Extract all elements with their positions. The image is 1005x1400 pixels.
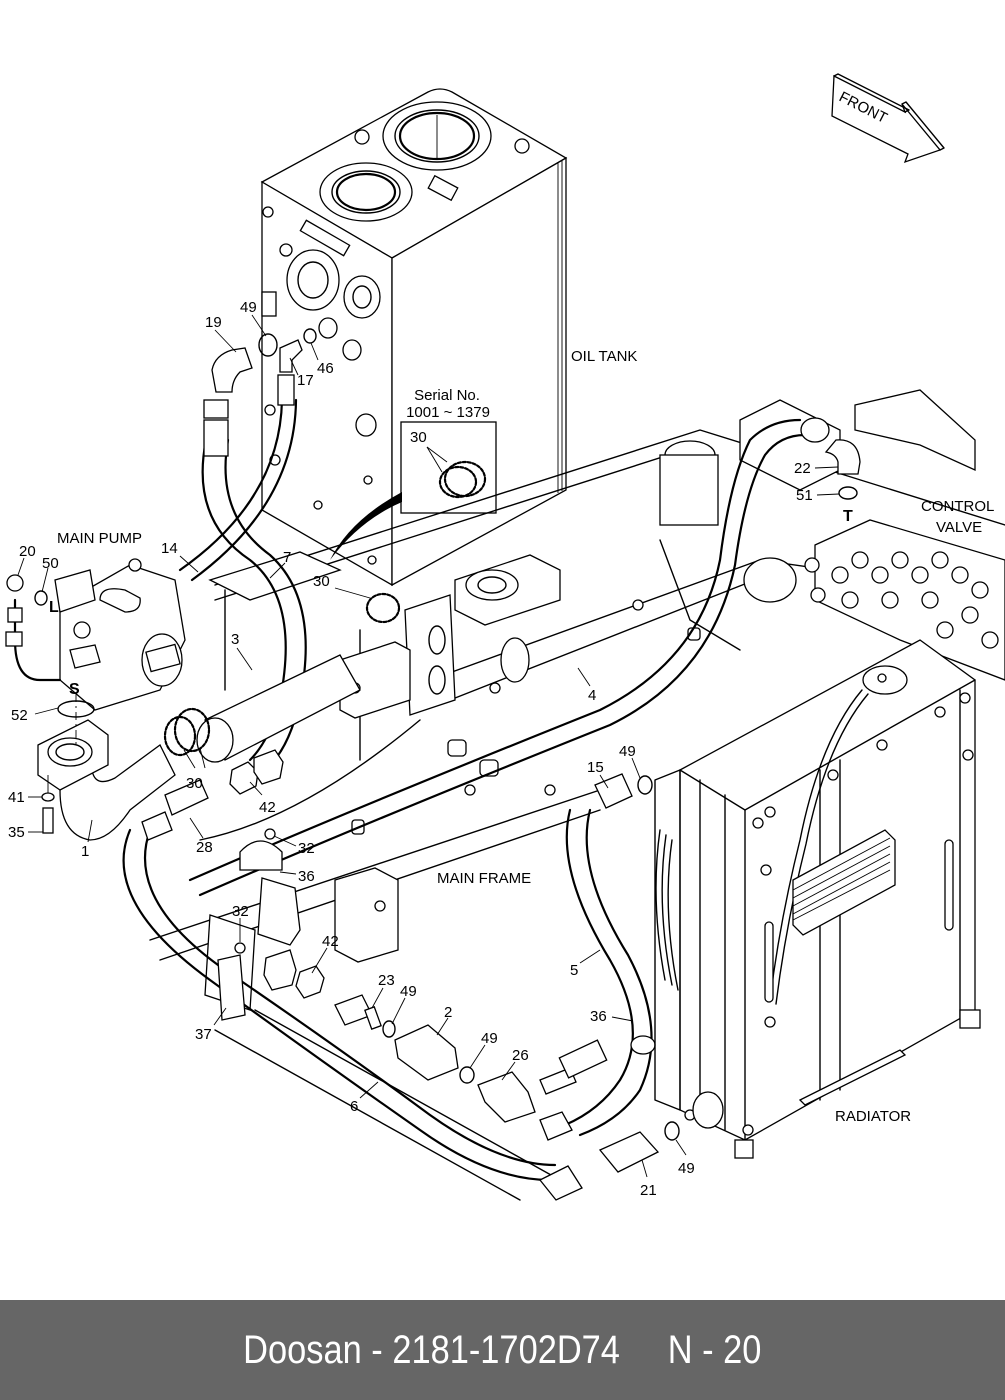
callout-50[interactable]: 50 xyxy=(42,555,59,572)
hoses xyxy=(37,398,807,1182)
callout-14[interactable]: 14 xyxy=(161,540,178,557)
main-pump-label: MAIN PUMP xyxy=(57,530,142,547)
callout-49[interactable]: 49 xyxy=(678,1160,695,1177)
callout-52[interactable]: 52 xyxy=(11,707,28,724)
main-frame-label: MAIN FRAME xyxy=(437,870,531,887)
callouts: 19 49 17 46 20 50 14 7 3 30 52 30 xyxy=(8,299,840,1199)
callout-20[interactable]: 20 xyxy=(19,543,36,560)
callout-1[interactable]: 1 xyxy=(81,843,89,860)
callout-32[interactable]: 32 xyxy=(232,903,249,920)
control-valve xyxy=(804,519,1005,681)
callout-17[interactable]: 17 xyxy=(297,372,314,389)
callout-30[interactable]: 30 xyxy=(313,573,330,590)
callout-49[interactable]: 49 xyxy=(481,1030,498,1047)
callout-22[interactable]: 22 xyxy=(794,460,811,477)
callout-23[interactable]: 23 xyxy=(378,972,395,989)
parts-diagram: FRONT xyxy=(5,73,1005,1201)
control-valve-label-1: CONTROL xyxy=(921,498,994,515)
callout-42[interactable]: 42 xyxy=(259,799,276,816)
callout-36[interactable]: 36 xyxy=(590,1008,607,1025)
callout-42[interactable]: 42 xyxy=(322,933,339,950)
callout-49[interactable]: 49 xyxy=(619,743,636,760)
callout-3[interactable]: 3 xyxy=(231,631,239,648)
callout-4[interactable]: 4 xyxy=(588,687,596,704)
inset-part-number: 30 xyxy=(410,429,427,446)
inset-title-line1: Serial No. xyxy=(414,387,480,404)
inset-title-line2: 1001 ~ 1379 xyxy=(406,404,490,421)
footer-bar: Doosan - 2181-1702D74 N - 20 xyxy=(0,1300,1005,1400)
front-direction-arrow: FRONT xyxy=(831,73,945,164)
callout-46[interactable]: 46 xyxy=(317,360,334,377)
callout-41[interactable]: 41 xyxy=(8,789,25,806)
footer-part-reference: Doosan - 2181-1702D74 N - 20 xyxy=(243,1327,762,1372)
fittings: T xyxy=(141,328,861,1201)
callout-2[interactable]: 2 xyxy=(444,1004,452,1021)
callout-26[interactable]: 26 xyxy=(512,1047,529,1064)
callout-49[interactable]: 49 xyxy=(400,983,417,1000)
callout-7[interactable]: 7 xyxy=(283,549,291,566)
port-t-label: T xyxy=(843,508,853,525)
callout-35[interactable]: 35 xyxy=(8,824,25,841)
callout-30[interactable]: 30 xyxy=(186,775,203,792)
main-pump: L S xyxy=(5,558,186,834)
callout-32[interactable]: 32 xyxy=(298,840,315,857)
callout-19[interactable]: 19 xyxy=(205,314,222,331)
main-frame xyxy=(149,389,1005,1201)
radiator xyxy=(654,639,981,1159)
valve-spools xyxy=(804,551,999,649)
radiator-label: RADIATOR xyxy=(835,1108,911,1125)
port-s-label: S xyxy=(69,681,80,698)
callout-5[interactable]: 5 xyxy=(570,962,578,979)
port-l-label: L xyxy=(49,599,59,616)
callout-36[interactable]: 36 xyxy=(298,868,315,885)
control-valve-label-2: VALVE xyxy=(936,519,982,536)
callout-51[interactable]: 51 xyxy=(796,487,813,504)
callout-37[interactable]: 37 xyxy=(195,1026,212,1043)
callout-49[interactable]: 49 xyxy=(240,299,257,316)
callout-15[interactable]: 15 xyxy=(587,759,604,776)
callout-28[interactable]: 28 xyxy=(196,839,213,856)
callout-6[interactable]: 6 xyxy=(350,1098,358,1115)
oil-tank-label: OIL TANK xyxy=(571,348,637,365)
callout-21[interactable]: 21 xyxy=(640,1182,657,1199)
serial-inset: Serial No. 1001 ~ 1379 30 xyxy=(330,387,497,560)
